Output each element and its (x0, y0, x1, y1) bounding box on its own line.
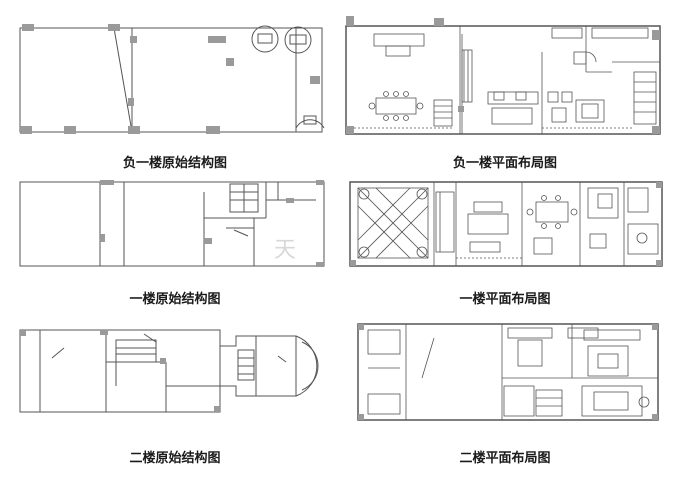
caption-floor1-original: 一楼原始结构图 (129, 292, 221, 307)
caption-floor1-layout: 一楼平面布局图 (459, 292, 551, 307)
caption-basement-layout: 负一楼平面布局图 (452, 156, 557, 171)
caption-basement-original: 负一楼原始结构图 (122, 156, 227, 171)
floor1-original-plan (16, 178, 328, 270)
caption-floor2-original: 二楼原始结构图 (129, 451, 221, 466)
floor1-layout-plan (344, 178, 668, 270)
floor2-layout-plan (344, 318, 668, 428)
basement-original-plan (14, 16, 332, 140)
watermark: 天 (274, 238, 297, 263)
floor2-original-plan (16, 326, 328, 416)
caption-floor2-layout: 二楼平面布局图 (459, 451, 551, 466)
basement-layout-plan (342, 12, 668, 140)
